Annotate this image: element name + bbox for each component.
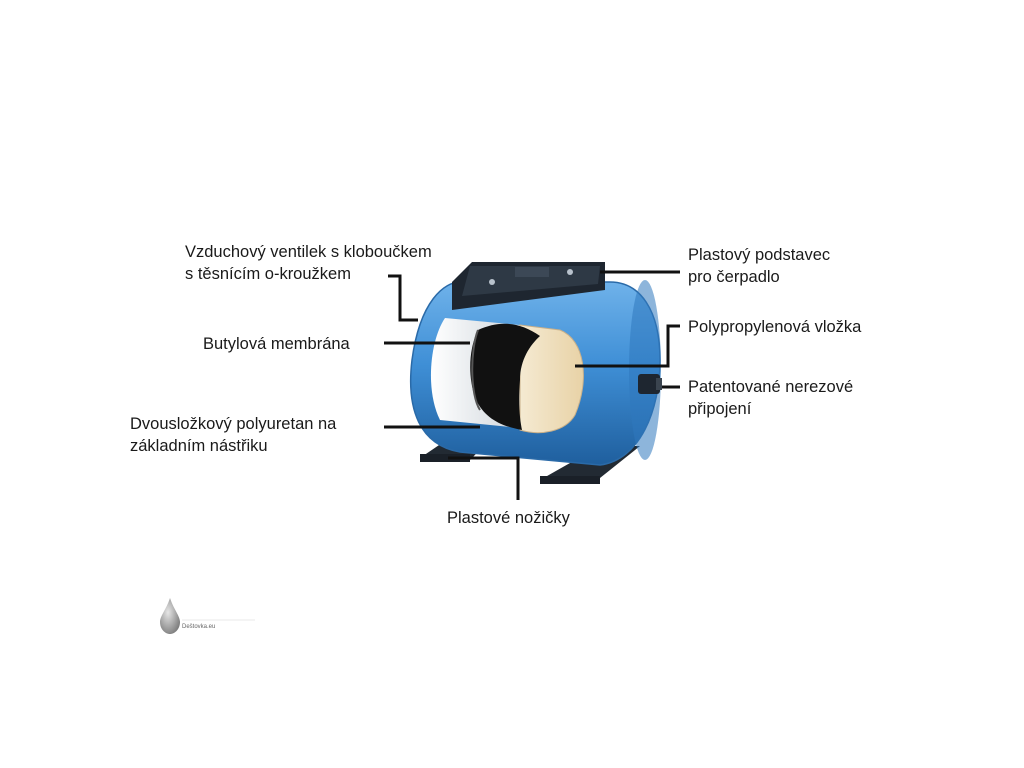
label-coating: Dvousložkový polyuretan na základním nás… — [130, 415, 337, 455]
polypropylene-liner — [519, 324, 584, 434]
raindrop-logo-icon — [160, 598, 180, 634]
label-air-valve: Vzduchový ventilek s kloboučkem s těsníc… — [185, 243, 432, 283]
leader-lines — [384, 270, 680, 500]
leader-feet — [448, 456, 520, 500]
leader-air-valve — [388, 274, 418, 322]
leader-liner — [575, 324, 680, 368]
label-connection: Patentované nerezové připojení — [688, 378, 854, 418]
label-pump-mount: Plastový podstavec pro čerpadlo — [688, 246, 831, 286]
butyl-membrane — [470, 323, 540, 430]
label-membrane: Butylová membrána — [203, 335, 350, 353]
label-feet: Plastové nožičky — [447, 509, 570, 527]
logo-text: Deštovka.eu — [182, 624, 216, 630]
stainless-connection — [638, 374, 662, 394]
pump-mount-platform — [452, 262, 605, 310]
label-liner: Polypropylenová vložka — [688, 318, 862, 336]
